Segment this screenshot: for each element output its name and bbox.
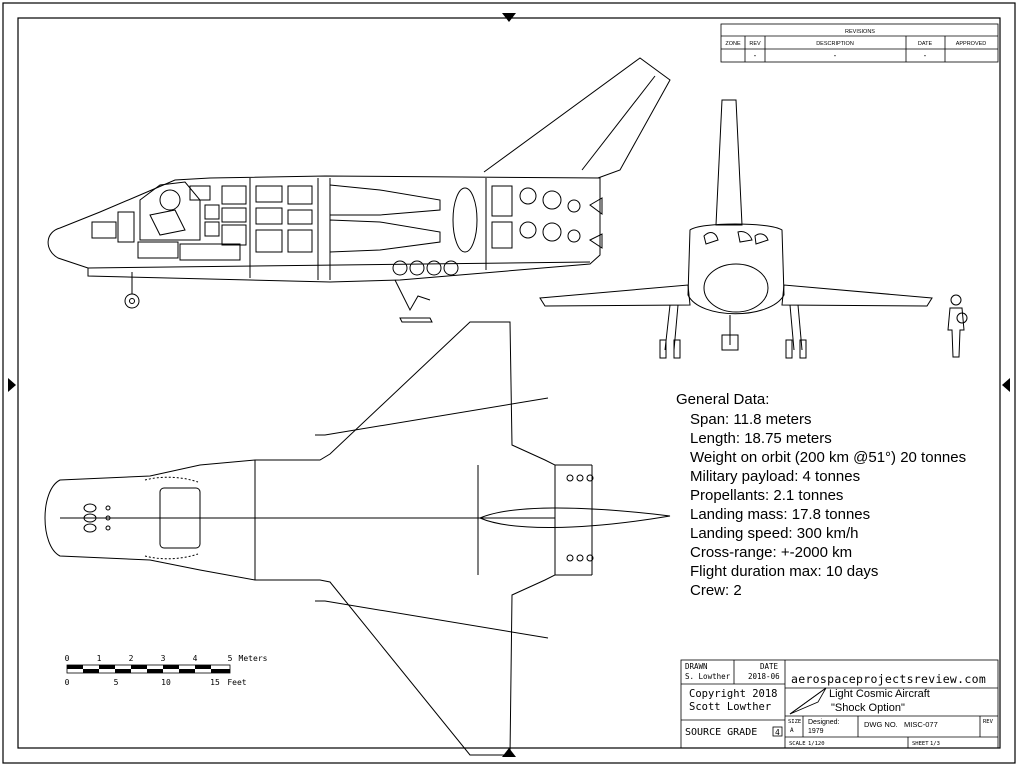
source-grade-label: SOURCE GRADE bbox=[685, 727, 757, 738]
project-subtitle: "Shock Option" bbox=[831, 702, 905, 714]
side-view-cutaway bbox=[47, 57, 671, 323]
general-data-cross-range: Cross-range: +-2000 km bbox=[690, 544, 853, 561]
title-block bbox=[680, 659, 999, 749]
rev-header-zone: ZONE bbox=[725, 41, 741, 47]
rev-header-rev: REV bbox=[749, 41, 761, 47]
general-data-crew: Crew: 2 bbox=[690, 582, 742, 599]
drawn-label: DRAWN bbox=[685, 662, 708, 671]
website: aerospaceprojectsreview.com bbox=[791, 672, 986, 686]
rev-cell-date: - bbox=[924, 51, 927, 60]
plan-view bbox=[44, 321, 671, 756]
general-data-span: Span: 11.8 meters bbox=[690, 411, 812, 428]
scale-feet-tick-3: 15 bbox=[210, 678, 220, 687]
revisions-title: REVISIONS bbox=[845, 29, 875, 35]
scale-feet-unit: Feet bbox=[227, 678, 246, 687]
scale-meters-tick-5: 5 bbox=[228, 654, 233, 663]
scale-meters-tick-1: 1 bbox=[97, 654, 102, 663]
scale-feet-tick-1: 5 bbox=[114, 678, 119, 687]
scale-feet-tick-0: 0 bbox=[65, 678, 70, 687]
scale-meters-tick-2: 2 bbox=[129, 654, 134, 663]
general-data-block: General Data: Span: 11.8 meters Length: … bbox=[676, 390, 1016, 600]
drawn-by: S. Lowther bbox=[685, 672, 731, 681]
scale-bar bbox=[66, 664, 231, 674]
scale-meters-tick-0: 0 bbox=[65, 654, 70, 663]
sheet-value: 1/3 bbox=[930, 741, 940, 747]
general-data-length: Length: 18.75 meters bbox=[690, 430, 832, 447]
revisions-table bbox=[720, 23, 999, 63]
scale-value: 1/120 bbox=[808, 741, 825, 747]
general-data-flight-duration: Flight duration max: 10 days bbox=[690, 563, 879, 580]
project-title: Light Cosmic Aircraft bbox=[829, 688, 930, 700]
copyright-line2: Scott Lowther bbox=[689, 701, 771, 713]
size-value: A bbox=[790, 727, 794, 734]
rev-header-approved: APPROVED bbox=[956, 41, 987, 47]
date-label: DATE bbox=[760, 662, 779, 671]
rev-cell-rev: - bbox=[754, 51, 757, 60]
sheet-label: SHEET bbox=[912, 741, 929, 747]
dwg-value: MISC-077 bbox=[904, 720, 938, 729]
general-data-weight-on-orbit: Weight on orbit (200 km @51°) 20 tonnes bbox=[690, 449, 967, 466]
designed-value: 1979 bbox=[808, 728, 824, 735]
general-data-title: General Data: bbox=[676, 391, 770, 408]
designed-label: Designed: bbox=[808, 719, 840, 726]
general-data-landing-speed: Landing speed: 300 km/h bbox=[690, 525, 859, 542]
scale-feet-tick-2: 10 bbox=[161, 678, 171, 687]
general-data-military-payload: Military payload: 4 tonnes bbox=[690, 468, 861, 485]
copyright-line1: Copyright 2018 bbox=[689, 688, 778, 700]
general-data-landing-mass: Landing mass: 17.8 tonnes bbox=[690, 506, 871, 523]
scale-meters-tick-4: 4 bbox=[193, 654, 198, 663]
size-label: SIZE bbox=[788, 719, 801, 725]
rev-header-date: DATE bbox=[918, 41, 933, 47]
rev-label: REV bbox=[983, 719, 994, 725]
scale-label: SCALE bbox=[789, 741, 806, 747]
general-data-propellants: Propellants: 2.1 tonnes bbox=[690, 487, 844, 504]
rev-header-description: DESCRIPTION bbox=[816, 41, 854, 47]
front-view bbox=[539, 99, 933, 359]
rev-cell-description: - bbox=[834, 51, 837, 60]
human-scale-figure bbox=[947, 294, 968, 358]
center-markers bbox=[8, 13, 1010, 757]
source-grade-value: 4 bbox=[775, 728, 780, 737]
sheet-frame-inner bbox=[17, 17, 1001, 749]
date-value: 2018-06 bbox=[748, 672, 780, 681]
scale-meters-unit: Meters bbox=[239, 654, 268, 663]
scale-meters-tick-3: 3 bbox=[161, 654, 166, 663]
dwg-label: DWG NO. bbox=[864, 720, 898, 729]
